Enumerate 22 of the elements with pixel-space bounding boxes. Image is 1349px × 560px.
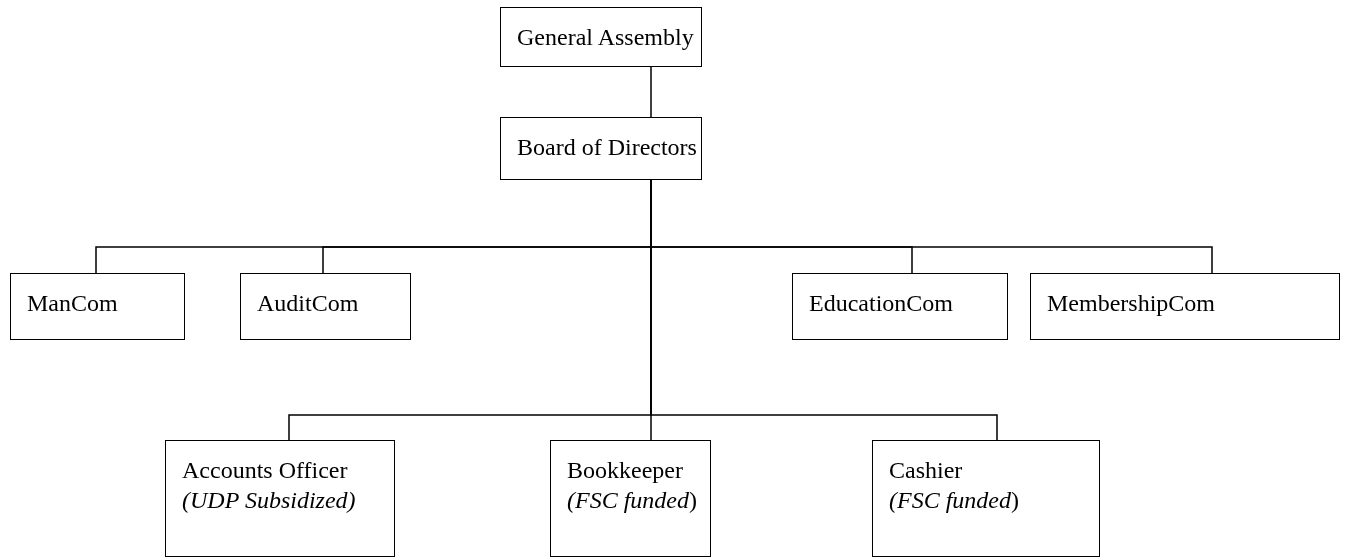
role-title: EducationCom (809, 289, 953, 318)
role-title: Bookkeeper (567, 456, 683, 485)
role-title: MembershipCom (1047, 289, 1215, 318)
org-box (165, 440, 395, 557)
funding-note: (FSC funded) (889, 486, 1019, 515)
funding-note: (FSC funded) (567, 486, 697, 515)
org-box (1030, 273, 1340, 340)
role-title: ManCom (27, 289, 118, 318)
org-box (240, 273, 411, 340)
org-box (500, 7, 702, 67)
role-title: AuditCom (257, 289, 359, 318)
connector-line (650, 66, 652, 118)
org-box (10, 273, 185, 340)
org-box (500, 117, 702, 180)
role-title: Board of Directors (517, 133, 697, 162)
org-box (550, 440, 711, 557)
org-box (872, 440, 1100, 557)
funding-note: (UDP Subsidized) (182, 486, 356, 515)
org-box (792, 273, 1008, 340)
role-title: Accounts Officer (182, 456, 348, 485)
role-title: General Assembly (517, 23, 694, 52)
role-title: Cashier (889, 456, 963, 485)
